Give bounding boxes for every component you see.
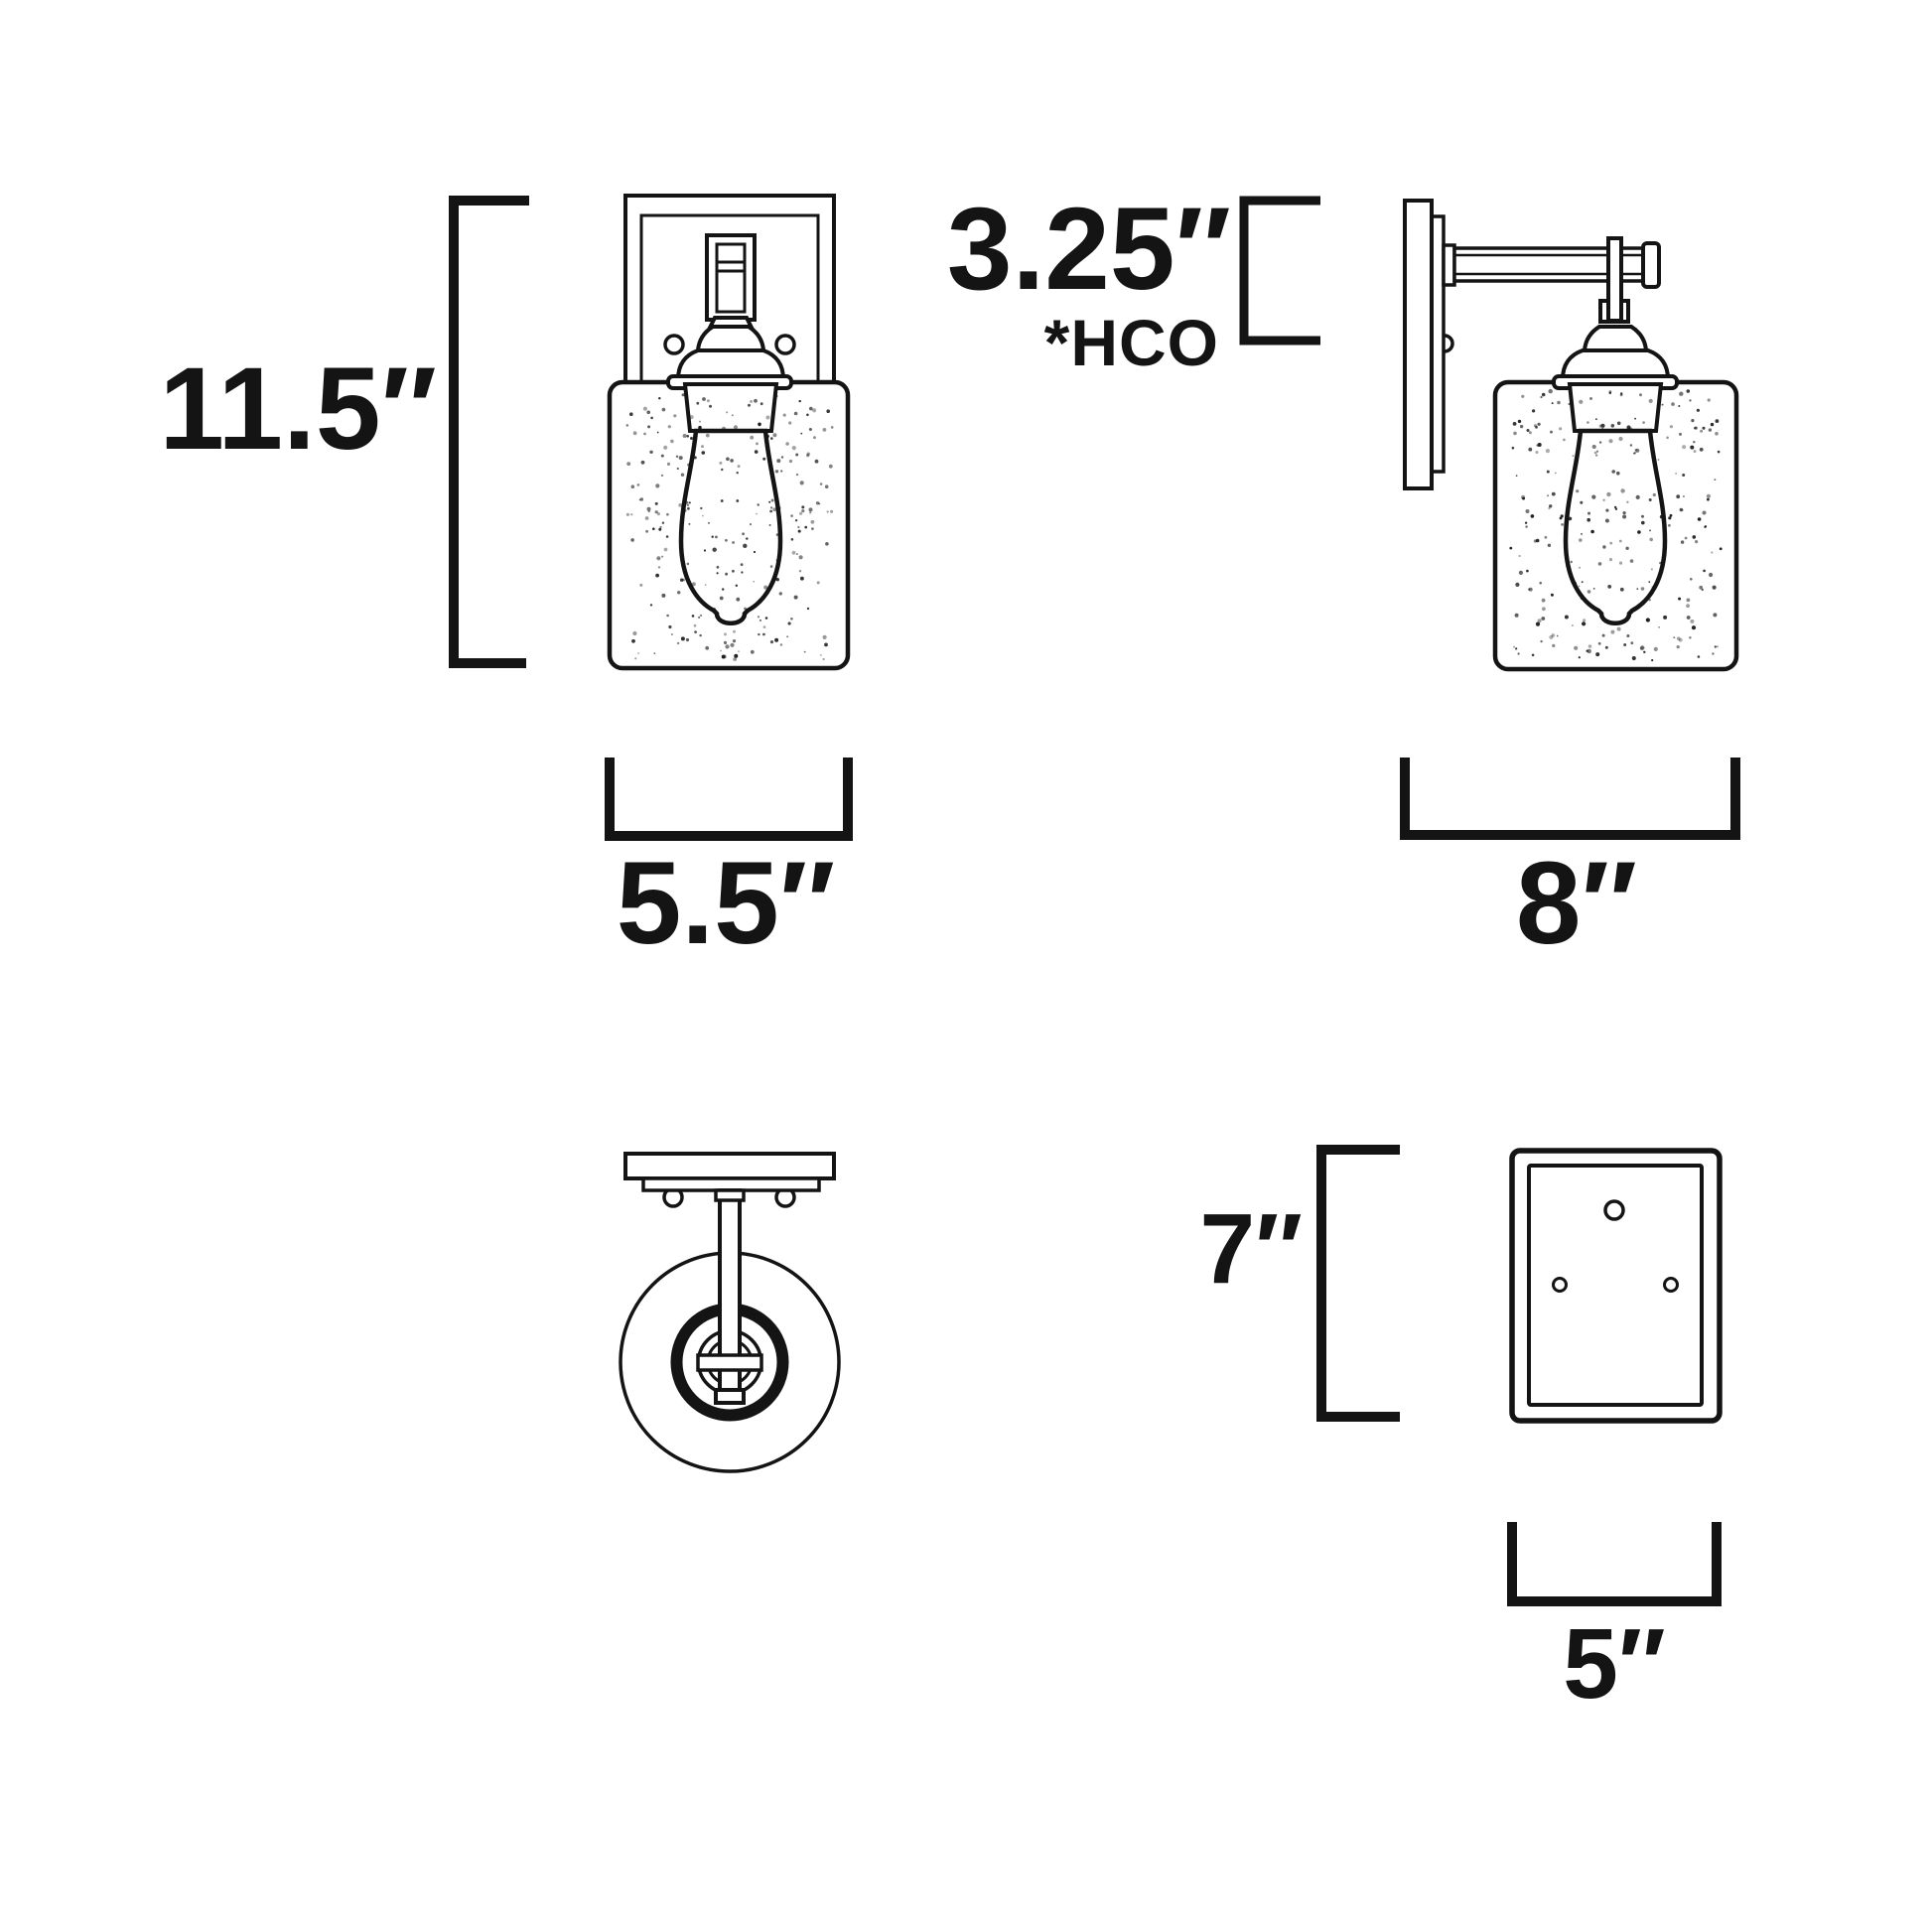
front-mount-stem-bar	[715, 260, 747, 273]
backplate-hole-top	[1603, 1199, 1625, 1221]
side-width-bracket	[1400, 758, 1740, 840]
side-seeded-glass-texture	[1509, 388, 1723, 662]
backplate-inner	[1527, 1164, 1704, 1407]
front-bell-upper	[695, 325, 766, 352]
dimension-labels: 11.5″ 3.25″ *HCO 5.5″ 8″ 7″ 5″	[159, 184, 1665, 1720]
front-width-label: 5.5″	[617, 838, 836, 969]
front-bulb-socket-cup	[682, 382, 779, 433]
front-height-bracket	[449, 196, 529, 668]
side-height-note: *HCO	[1044, 306, 1219, 379]
side-arm-end-cap	[1641, 241, 1661, 289]
side-backplate-face	[1403, 199, 1434, 490]
top-view	[619, 1152, 841, 1473]
top-canopy-bar	[623, 1152, 836, 1180]
front-edison-bulb	[678, 428, 783, 625]
side-bulb-socket-cup	[1567, 382, 1664, 433]
side-edison-bulb	[1563, 428, 1668, 625]
front-view	[607, 194, 851, 671]
front-screw-right	[774, 334, 796, 355]
backplate-height-label: 7″	[1199, 1193, 1303, 1305]
backplate-width-label: 5″	[1563, 1608, 1666, 1720]
front-bell-lower	[675, 348, 786, 381]
front-width-bracket	[605, 758, 853, 841]
side-bell-lower	[1560, 348, 1671, 381]
dimension-brackets	[449, 196, 1740, 1606]
backplate-height-bracket	[1316, 1145, 1400, 1422]
side-bell-upper	[1582, 325, 1649, 352]
side-height-bracket	[1239, 196, 1320, 345]
side-height-label: 3.25″	[947, 184, 1231, 315]
side-down-post	[1606, 236, 1623, 323]
side-view	[1403, 199, 1739, 672]
front-screw-left	[663, 334, 685, 355]
front-seeded-glass-texture	[625, 393, 834, 661]
top-socket-crossbar	[696, 1353, 763, 1372]
backplate-hole-left	[1552, 1277, 1568, 1293]
backplate-width-bracket	[1507, 1522, 1722, 1606]
top-arm-end-nub	[714, 1388, 746, 1405]
backplate-view	[1509, 1148, 1723, 1424]
top-arm-collar	[714, 1188, 746, 1202]
front-height-label: 11.5″	[159, 344, 437, 475]
front-mount-stem-inner	[715, 242, 747, 314]
side-width-label: 8″	[1516, 838, 1637, 969]
backplate-hole-right	[1663, 1277, 1679, 1293]
front-mount-stem-outer	[705, 233, 757, 322]
